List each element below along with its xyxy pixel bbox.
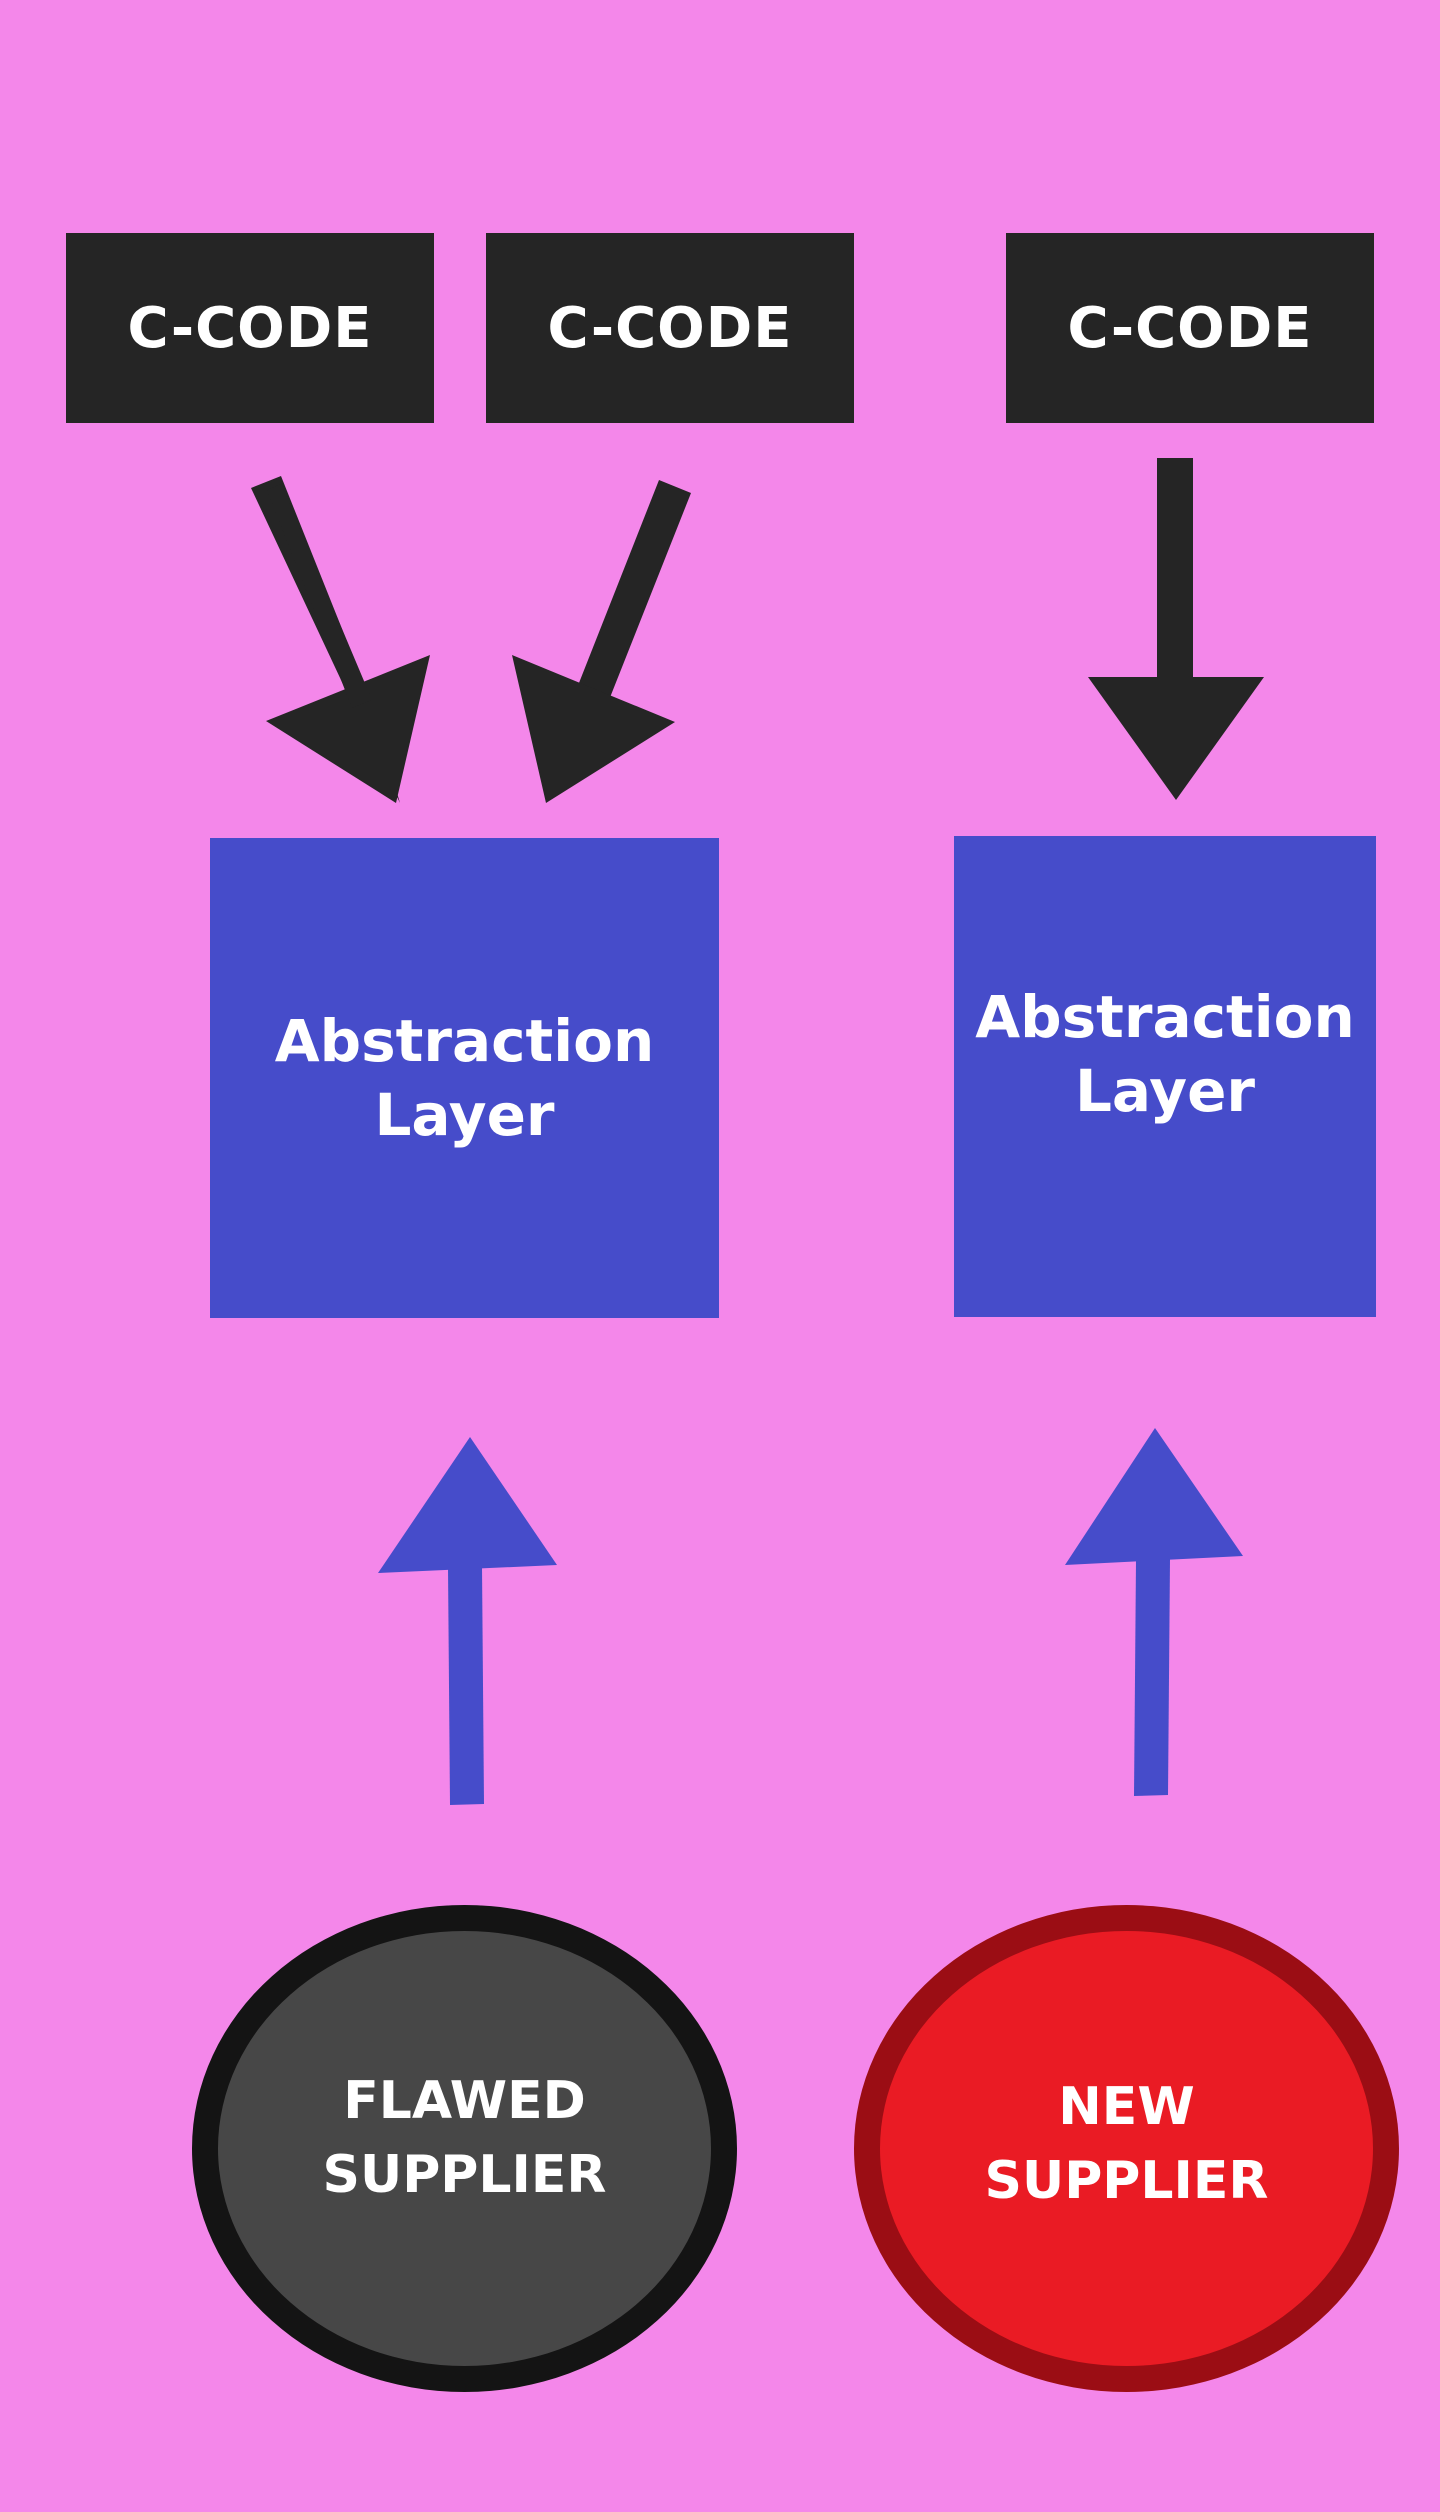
new-supplier-circle: NEW SUPPLIER — [854, 1905, 1399, 2392]
abstraction-layer-right: Abstraction Layer — [954, 836, 1376, 1317]
c-code-box-1: C-CODE — [66, 233, 434, 423]
c-code-box-3: C-CODE — [1006, 233, 1374, 423]
abstraction-layer-left: Abstraction Layer — [210, 838, 719, 1318]
c-code-box-2: C-CODE — [486, 233, 854, 423]
supplier-line1: FLAWED — [343, 2070, 586, 2131]
layer-line2: Layer — [374, 1081, 555, 1149]
arrow-code2-to-layer2 — [512, 480, 691, 803]
supplier-label: NEW SUPPLIER — [985, 2070, 1269, 2218]
flawed-supplier-circle: FLAWED SUPPLIER — [192, 1905, 737, 2392]
supplier-line2: SUPPLIER — [984, 2150, 1269, 2211]
supplier-label: FLAWED SUPPLIER — [323, 2064, 607, 2212]
layer-line1: Abstraction — [274, 1007, 655, 1075]
abstraction-layer-label: Abstraction Layer — [275, 1004, 655, 1152]
arrow-flawed-supplier-up — [378, 1437, 557, 1805]
c-code-label: C-CODE — [1067, 295, 1313, 361]
c-code-label: C-CODE — [547, 295, 793, 361]
arrow-code1-to-layer1 — [251, 476, 430, 803]
arrow-new-supplier-up — [1065, 1428, 1243, 1796]
layer-line2: Layer — [1074, 1056, 1256, 1125]
arrow-code3-to-layer-right — [1088, 458, 1264, 800]
supplier-line2: SUPPLIER — [322, 2144, 607, 2205]
layer-line1: Abstraction — [975, 982, 1355, 1051]
supplier-line1: NEW — [1058, 2076, 1195, 2137]
c-code-label: C-CODE — [127, 295, 373, 361]
abstraction-layer-label: Abstraction Layer — [975, 980, 1355, 1128]
